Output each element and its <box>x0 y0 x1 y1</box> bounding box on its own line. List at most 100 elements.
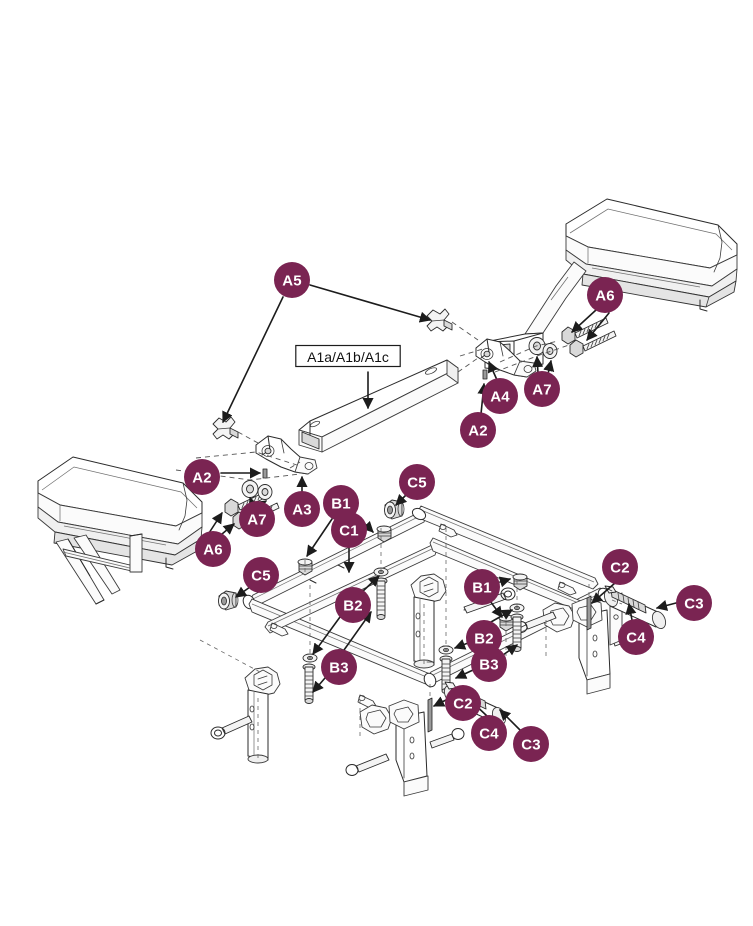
callout-a4[interactable]: A4 <box>482 378 518 414</box>
bushing-left <box>218 590 239 611</box>
callout-b1-right[interactable]: B1 <box>464 569 500 605</box>
callout-label: C3 <box>684 596 704 613</box>
callout-c2-bot[interactable]: C2 <box>445 685 481 721</box>
callout-label: A7 <box>532 382 552 399</box>
callout-c4-right[interactable]: C4 <box>618 619 654 655</box>
callout-bubble[interactable] <box>331 512 367 548</box>
callout-bubble[interactable] <box>184 459 220 495</box>
callout-bubble[interactable] <box>445 685 481 721</box>
callout-c5-left[interactable]: C5 <box>243 557 279 593</box>
callout-label: A7 <box>247 512 267 529</box>
washer-lower-left-1 <box>241 480 259 498</box>
callout-label: B3 <box>479 657 499 674</box>
callout-label: A2 <box>192 470 212 487</box>
pin-fastener-right <box>482 369 488 380</box>
callout-b2-left[interactable]: B2 <box>335 587 371 623</box>
callout-label: B2 <box>343 598 363 615</box>
washer-upper-right-2 <box>542 343 558 359</box>
callout-bubble[interactable] <box>239 501 275 537</box>
callout-b3-left[interactable]: B3 <box>321 649 357 685</box>
callout-bubble[interactable] <box>399 464 435 500</box>
callout-label: A6 <box>595 288 615 305</box>
callout-label: A3 <box>292 502 312 519</box>
roll-pin-right <box>586 595 592 631</box>
callout-bubble[interactable] <box>524 371 560 407</box>
rail-stud-right <box>426 308 453 332</box>
callout-a5[interactable]: A5 <box>274 262 310 298</box>
callout-bubble[interactable] <box>323 485 359 521</box>
latch-bracket-bottom-center <box>345 699 465 797</box>
callout-b3-right[interactable]: B3 <box>471 646 507 682</box>
callout-bubble[interactable] <box>284 491 320 527</box>
lock-nut-4 <box>512 573 528 591</box>
frame-bolt-1 <box>374 577 388 620</box>
pin-fastener-left <box>262 468 268 479</box>
callout-bubble[interactable] <box>513 726 549 762</box>
callout-bubble[interactable] <box>676 585 712 621</box>
callout-bubble[interactable] <box>243 557 279 593</box>
callout-c4-bot[interactable]: C4 <box>471 715 507 751</box>
callout-label: C1 <box>339 523 359 540</box>
armrest-bracket-left <box>255 435 318 475</box>
callout-label: C5 <box>407 475 427 492</box>
callout-label: A5 <box>282 273 302 290</box>
callout-a6-left[interactable]: A6 <box>195 531 231 567</box>
callout-a7-top[interactable]: A7 <box>524 371 560 407</box>
caster-socket-left <box>210 666 281 764</box>
boxed-label-frame <box>295 344 401 368</box>
alignment-guides <box>175 321 623 758</box>
callout-c1[interactable]: C1 <box>331 512 367 548</box>
leader-lines <box>208 284 677 731</box>
callout-a2-top[interactable]: A2 <box>460 412 496 448</box>
callout-bubble[interactable] <box>471 715 507 751</box>
callout-label: C3 <box>521 737 541 754</box>
callout-label: C4 <box>626 630 646 647</box>
callout-c3-right[interactable]: C3 <box>676 585 712 621</box>
callout-label: A6 <box>203 542 223 559</box>
callout-bubble[interactable] <box>471 646 507 682</box>
callout-bubble[interactable] <box>195 531 231 567</box>
boxed-label-group: A1a/A1b/A1c <box>295 344 401 368</box>
callout-bubble[interactable] <box>335 587 371 623</box>
roll-pin-bottom <box>427 697 433 733</box>
leader-a5-left <box>222 296 284 424</box>
armrest-bracket-right <box>475 338 537 378</box>
washer-lower-left-2 <box>257 484 273 500</box>
callout-label: C2 <box>453 696 473 713</box>
callout-a3[interactable]: A3 <box>284 491 320 527</box>
callout-label: A2 <box>468 423 488 440</box>
callout-bubble[interactable] <box>602 549 638 585</box>
callout-a2-left[interactable]: A2 <box>184 459 220 495</box>
callout-label: B2 <box>474 631 494 648</box>
callout-label: C2 <box>610 560 630 577</box>
callout-bubble[interactable] <box>321 649 357 685</box>
callout-bubble[interactable] <box>482 378 518 414</box>
callout-label: A4 <box>490 389 510 406</box>
latch-bracket-right <box>514 592 648 695</box>
callout-label: B1 <box>331 496 351 513</box>
callout-c3-bot[interactable]: C3 <box>513 726 549 762</box>
callout-c5-top[interactable]: C5 <box>399 464 435 500</box>
bushing-upper <box>384 499 405 520</box>
callout-label: B1 <box>472 580 492 597</box>
callout-bubble[interactable] <box>587 277 623 313</box>
callout-label: C4 <box>479 726 499 743</box>
callout-c2-right[interactable]: C2 <box>602 549 638 585</box>
hex-bolt-upper-right-2 <box>569 330 617 358</box>
callout-a7-left[interactable]: A7 <box>239 501 275 537</box>
leader-a5-right <box>309 284 432 323</box>
callout-label: B3 <box>329 660 349 677</box>
callout-b1-left[interactable]: B1 <box>323 485 359 521</box>
callout-bubble[interactable] <box>464 569 500 605</box>
callout-bubble[interactable] <box>618 619 654 655</box>
callout-a6-top[interactable]: A6 <box>587 277 623 313</box>
armrest-pad-lower-left <box>37 456 203 605</box>
callout-label: C5 <box>251 568 271 585</box>
boxed-label-text: A1a/A1b/A1c <box>307 349 389 365</box>
callout-bubble[interactable] <box>274 262 310 298</box>
callout-bubble[interactable] <box>460 412 496 448</box>
boxed-label: A1a/A1b/A1c <box>295 344 401 368</box>
